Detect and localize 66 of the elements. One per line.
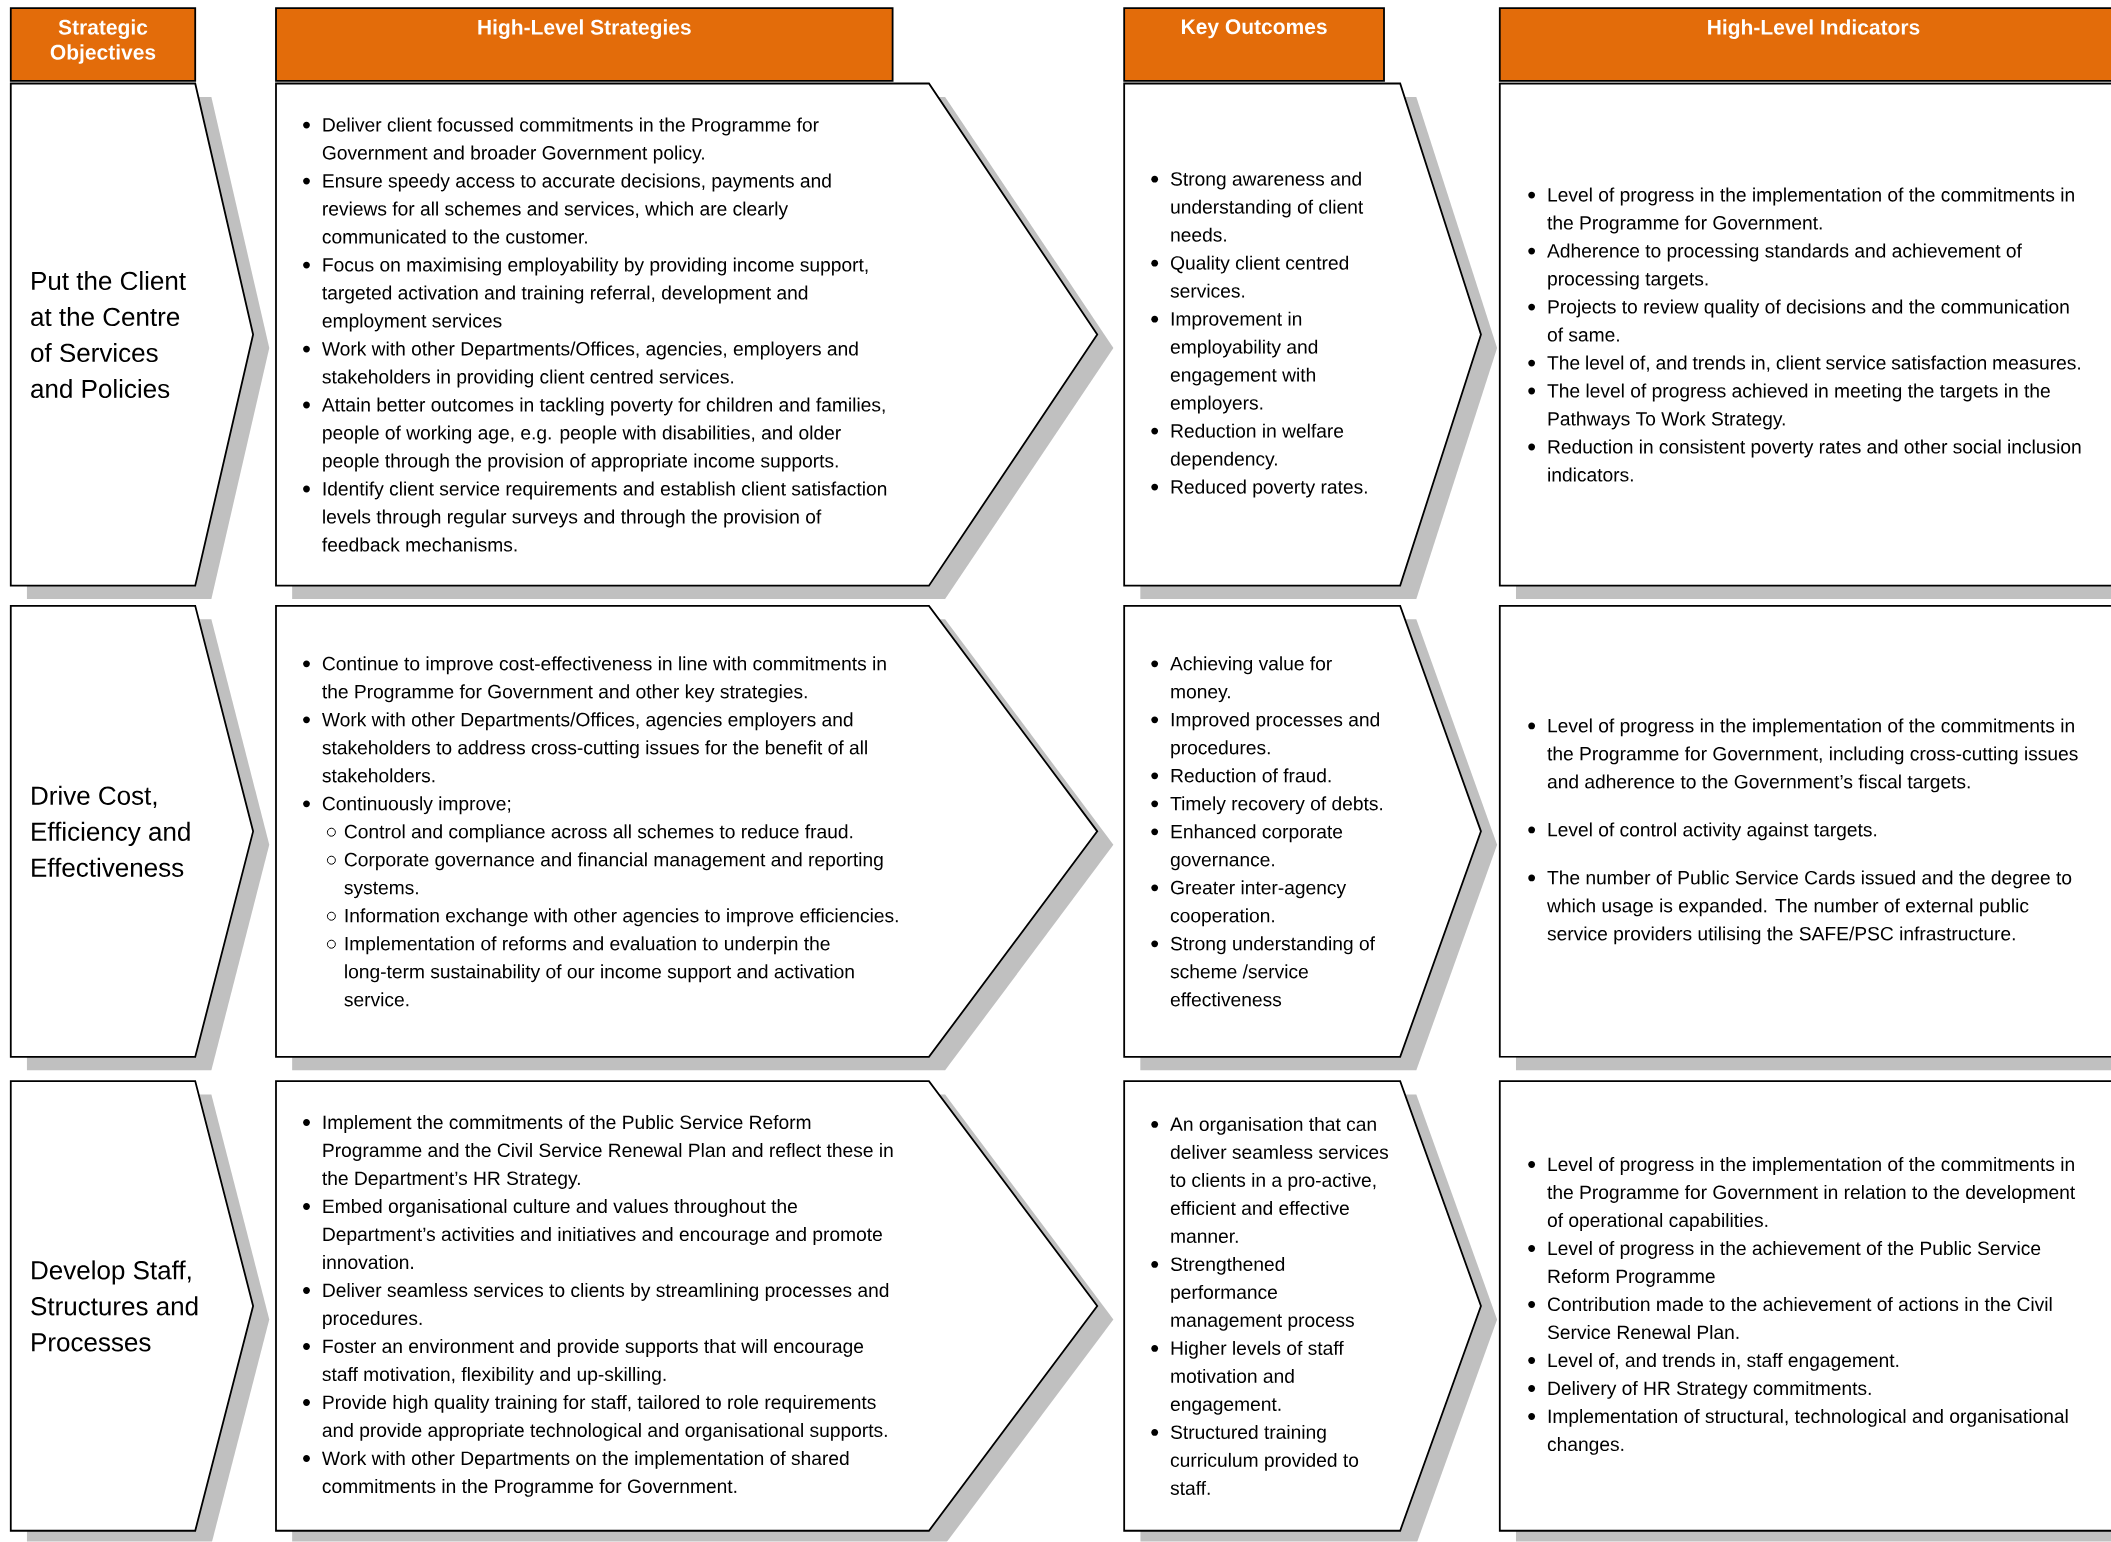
list-item: Enhanced corporate governance. [1151,824,1343,871]
list-item: Contribution made to the achievement of actions in the Civil Service Renewal Plan. [1528,1297,2052,1340]
list-item: Level of progress in the implementation of the commitments in the Programme for Government, including cross-cutting issues and adherence to the Government’s fiscal targets. [1528,718,2078,793]
list-item: Control and compliance across all schemes to reduce fraud. [326,824,853,843]
column-header: Key Outcomes [1123,7,1385,82]
list-item: Work with other Departments on the implementation of shared commitments in the Programme for Government. [303,1451,849,1498]
list-item: Provide high quality training for staff, tailored to role requirements and provide appropriate technological and organisational supports. [303,1395,887,1442]
list-item: Improved processes and procedures. [1151,712,1380,759]
list-item: The level of, and trends in, client service satisfaction measures. [1528,355,2080,373]
list-item: Quality client centred services. [1151,255,1349,298]
list-item: Implementation of structural, technological and organisational changes. [1528,1409,2068,1456]
list-item: Reduction of fraud. [1151,768,1331,783]
indicator-box [1498,82,2111,600]
list-item: Level of control activity against targets. [1528,822,1877,841]
strategy-box [275,82,1114,600]
list-item: Achieving value for money. [1151,656,1332,703]
list-item: Embed organisational culture and values throughout the Department’s activities and initiatives and encourage and promote innovation. [303,1199,882,1270]
list-item: Timely recovery of debts. [1151,796,1383,815]
list-item: Reduction in consistent poverty rates and other social inclusion indicators. [1528,439,2081,482]
outcome-box [1123,1080,1498,1542]
list-item: Continue to improve cost-effectiveness in line with commitments in the Programme for Government and other key strategies. [303,656,886,703]
list-item: Delivery of HR Strategy commitments. [1528,1381,1871,1400]
column-header: Strategic Objectives [9,7,197,82]
list-item: Deliver client focussed commitments in the Programme for Government and broader Government policy. [303,117,819,164]
list-item: Structured training curriculum provided to staff. [1151,1425,1359,1496]
list-item: Information exchange with other agencies to improve efficiencies. [326,908,898,927]
list-item: Work with other Departments/Offices, agencies, employers and stakeholders in providing client centred services. [303,341,858,388]
list-item: Improvement in employability and engagement with employers. [1151,311,1318,414]
list-item: Foster an environment and provide supports that will encourage staff motivation, flexibility and up-skilling. [303,1339,864,1386]
objective-box: Put the Client at the Centre of Services and Policies [9,82,270,600]
list-item: Reduction in welfare dependency. [1151,423,1344,470]
list-item: Strengthened performance management process [1151,1257,1354,1331]
list-item: Strong understanding of scheme /service effectiveness [1151,936,1375,1007]
list-item: Level of, and trends in, staff engagement. [1528,1353,1899,1372]
list-item: The level of progress achieved in meeting the targets in the Pathways To Work Strategy. [1528,383,2050,430]
list-item: Implementation of reforms and evaluation to underpin the long-term sustainability of our income support and activation service. [326,936,854,1007]
indicator-box [1498,1080,2111,1542]
objective-box: Develop Staff, Structures and Processes [9,1080,270,1542]
list-item: Adherence to processing standards and achievement of processing targets. [1528,243,2022,290]
list-item: Higher levels of staff motivation and engagement. [1151,1341,1344,1415]
list-item: Projects to review quality of decisions and the communication of same. [1528,299,2069,342]
strategy-box [275,605,1114,1071]
list-item: Reduced poverty rates. [1151,479,1367,498]
list-item: Deliver seamless services to clients by streamlining processes and procedures. [303,1283,889,1330]
list-item: Continuously improve; [303,796,511,815]
list-item: The number of Public Service Cards issued and the degree to which usage is expanded. The number of external public service providers utilising the SAFE/PSC infrastructure. [1528,870,2072,945]
list-item: Level of progress in the implementation of the commitments in the Programme for Government in relation to the development of operational capabilities. [1528,1157,2076,1232]
list-item: Strong awareness and understanding of client needs. [1151,171,1364,242]
outcome-box [1123,605,1498,1071]
indicator-box [1498,605,2111,1071]
column-header: High-Level Indicators [1498,7,2111,82]
list-item: Ensure speedy access to accurate decisions, payments and reviews for all schemes and services, which are clearly communicated to the customer. [303,173,831,244]
list-item: An organisation that can deliver seamless services to clients in a pro-active, efficient and effective manner. [1151,1117,1389,1244]
outcome-box [1123,82,1498,600]
strategy-box [275,1080,1114,1542]
list-item: Identify client service requirements and establish client satisfaction levels through regular surveys and through the provision of feedback mechanisms. [303,481,887,552]
list-item: Attain better outcomes in tackling poverty for children and families, people of working age, e.g. people with disabilities, and older people through the provision of appropriate income supports. [303,397,885,472]
list-item: Focus on maximising employability by providing income support, targeted activation and training referral, development and employment services [303,257,868,332]
list-item: Greater inter-agency cooperation. [1151,880,1347,927]
list-item: Level of progress in the achievement of the Public Service Reform Programme [1528,1241,2041,1288]
list-item: Level of progress in the implementation of the commitments in the Programme for Government. [1528,187,2074,234]
objective-box: Drive Cost, Efficiency and Effectiveness [9,605,270,1071]
column-header: High-Level Strategies [275,7,894,82]
list-item: Corporate governance and financial management and reporting systems. [326,852,883,899]
list-item: Implement the commitments of the Public Service Reform Programme and the Civil Service Renewal Plan and reflect these in the Department’s HR Strategy. [303,1115,893,1190]
list-item: Work with other Departments/Offices, agencies employers and stakeholders to address cross-cutting issues for the benefit of all stakeholders. [303,712,867,783]
